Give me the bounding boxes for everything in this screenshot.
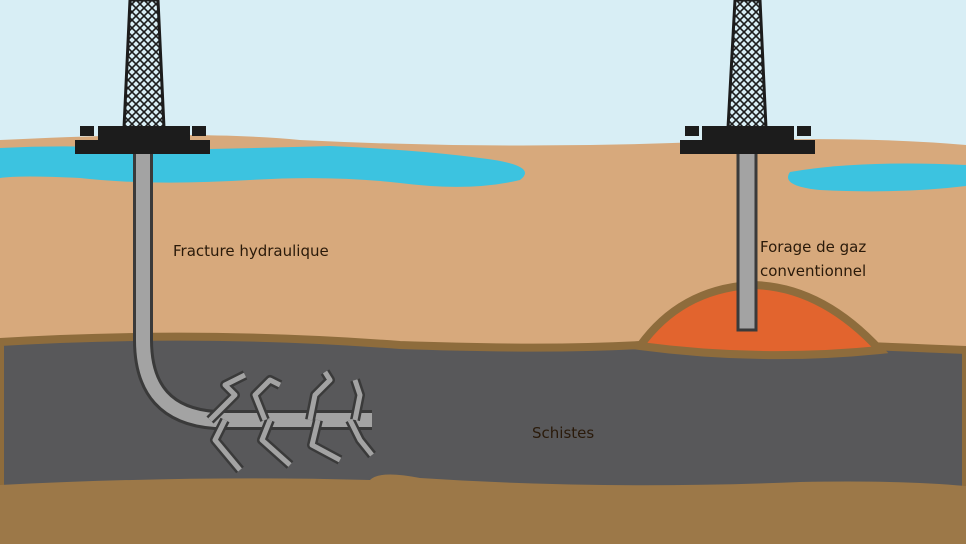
bedrock-layer — [0, 474, 966, 544]
label-hydraulic-fracturing: Fracture hydraulique — [173, 242, 329, 260]
drilling-rig-left — [75, 0, 210, 154]
label-conventional-gas-line2: conventionnel — [760, 262, 867, 280]
drilling-rig-right — [680, 0, 815, 154]
water-table-left — [0, 146, 525, 187]
label-shale: Schistes — [532, 424, 595, 442]
label-conventional-gas-line1: Forage de gaz — [760, 238, 867, 256]
vertical-well-pipe — [736, 148, 758, 332]
gas-reservoir — [632, 280, 889, 360]
water-table-right — [788, 163, 966, 192]
